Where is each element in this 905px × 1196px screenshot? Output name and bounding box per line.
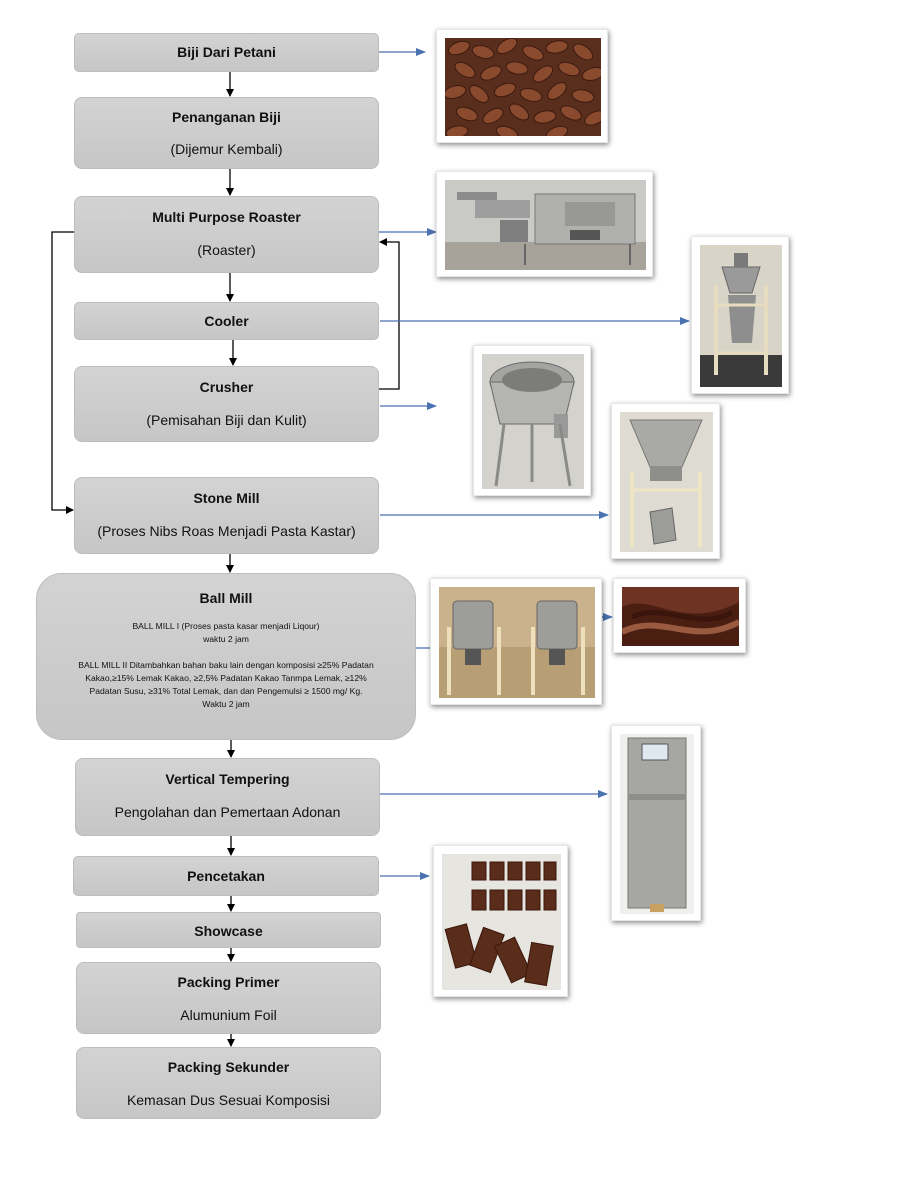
step-cooler: Cooler <box>74 302 379 340</box>
ball-mill-line-5: Padatan Susu, ≥31% Total Lemak, dan dan … <box>89 686 363 696</box>
step-subtitle: Alumunium Foil <box>180 1007 277 1023</box>
step-subtitle: (Proses Nibs Roas Menjadi Pasta Kastar) <box>97 523 356 539</box>
step-title: Vertical Tempering <box>165 771 290 787</box>
step-subtitle: Pengolahan dan Pemertaan Adonan <box>114 804 341 820</box>
step-showcase: Showcase <box>76 912 381 948</box>
step-title: Multi Purpose Roaster <box>152 209 301 225</box>
step-title: Cooler <box>204 313 249 329</box>
step-title: Packing Sekunder <box>167 1059 290 1075</box>
crusher-machine-photo <box>473 345 591 496</box>
step-title: Pencetakan <box>187 868 265 884</box>
step-title: Stone Mill <box>193 490 260 506</box>
step-packing-primer: Packing Primer Alumunium Foil <box>76 962 381 1034</box>
step-subtitle: (Pemisahan Biji dan Kulit) <box>146 412 307 428</box>
ball-mill-spacer <box>37 646 415 659</box>
step-ball-mill: Ball Mill BALL MILL I (Proses pasta kasa… <box>36 573 416 740</box>
ball-mill-machines-photo <box>430 578 602 705</box>
cocoa-beans-photo <box>436 29 608 143</box>
step-title: Ball Mill <box>199 590 253 606</box>
step-packing-sekunder: Packing Sekunder Kemasan Dus Sesuai Komp… <box>76 1047 381 1119</box>
step-biji-dari-petani: Biji Dari Petani <box>74 33 379 72</box>
step-stone-mill: Stone Mill (Proses Nibs Roas Menjadi Pas… <box>74 477 379 554</box>
step-penanganan-biji: Penanganan Biji (Dijemur Kembali) <box>74 97 379 169</box>
step-title: Crusher <box>199 379 254 395</box>
ball-mill-line-3: BALL MILL II Ditambahkan bahan baku lain… <box>78 660 374 670</box>
step-subtitle: (Roaster) <box>197 242 256 258</box>
cooler-machine-photo <box>691 236 789 394</box>
step-title: Biji Dari Petani <box>177 44 276 60</box>
step-multi-purpose-roaster: Multi Purpose Roaster (Roaster) <box>74 196 379 273</box>
step-pencetakan: Pencetakan <box>73 856 379 896</box>
step-vertical-tempering: Vertical Tempering Pengolahan dan Pemert… <box>75 758 380 836</box>
ball-mill-line-4: Kakao,≥15% Lemak Kakao, ≥2,5% Padatan Ka… <box>85 673 367 683</box>
ball-mill-line-2: waktu 2 jam <box>203 634 249 644</box>
step-title: Packing Primer <box>177 974 280 990</box>
step-crusher: Crusher (Pemisahan Biji dan Kulit) <box>74 366 379 442</box>
chocolate-liquor-photo <box>613 578 746 653</box>
chocolate-bars-molding-photo <box>433 845 568 997</box>
step-title: Penanganan Biji <box>172 109 281 125</box>
step-subtitle: (Dijemur Kembali) <box>170 141 283 157</box>
vertical-tempering-machine-photo <box>611 725 701 921</box>
ball-mill-line-6: Waktu 2 jam <box>202 699 250 709</box>
stone-mill-machine-photo <box>611 403 720 559</box>
step-title: Showcase <box>194 923 263 939</box>
arrow-crusher-loop-roaster <box>379 238 400 390</box>
ball-mill-line-1: BALL MILL I (Proses pasta kasar menjadi … <box>132 621 320 631</box>
arrow-roaster-bypass-stonemill <box>51 231 74 514</box>
roaster-machine-photo <box>436 171 653 277</box>
step-subtitle: Kemasan Dus Sesuai Komposisi <box>126 1092 331 1108</box>
